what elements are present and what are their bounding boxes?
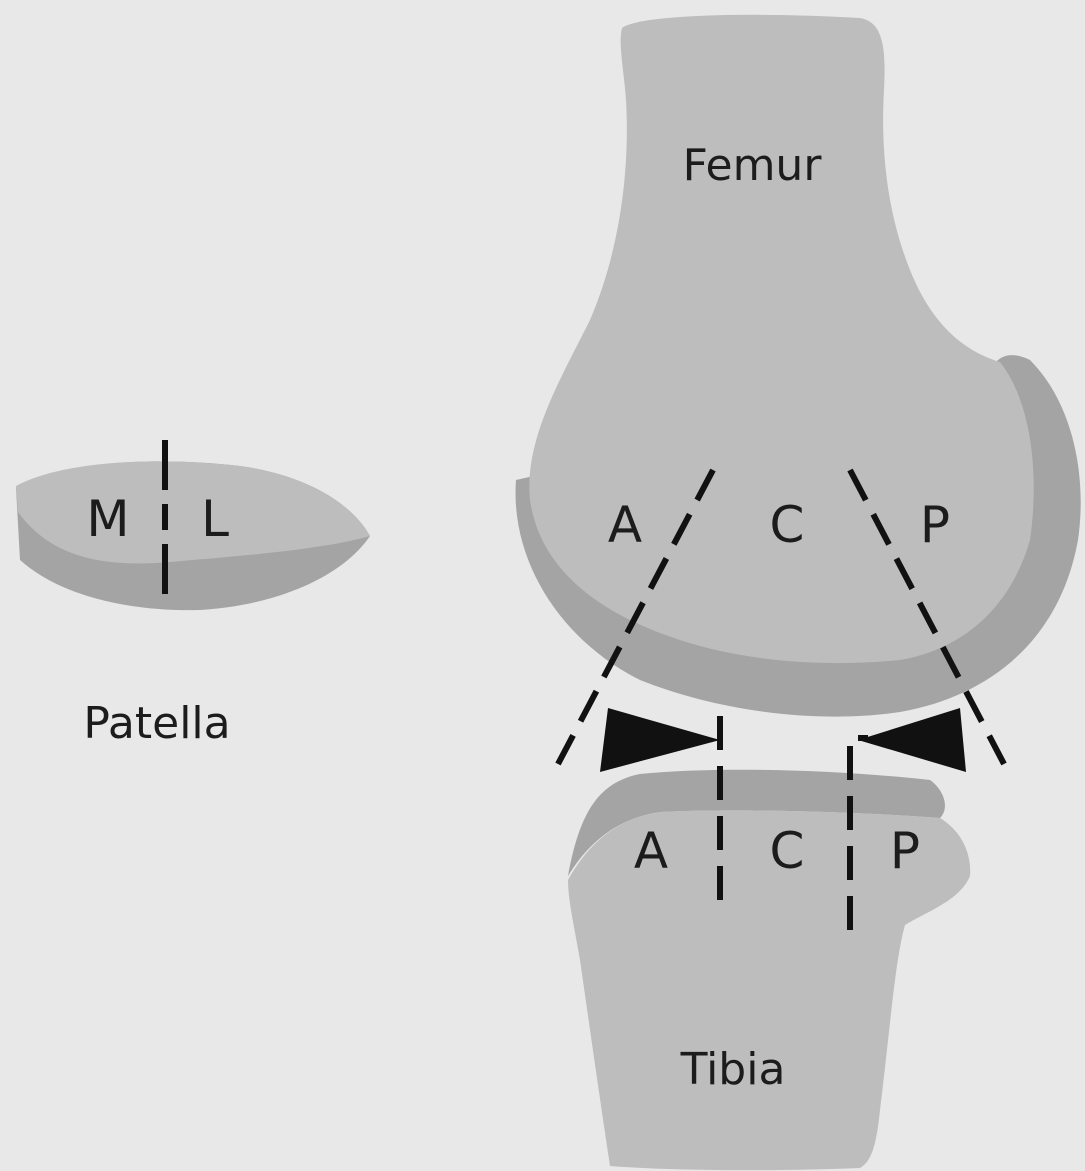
- femur-anterior-label: A: [608, 496, 642, 554]
- femur-central-label: C: [770, 496, 805, 554]
- femur-label: Femur: [683, 140, 823, 191]
- patella-lateral-label: L: [201, 490, 229, 548]
- patella-label: Patella: [83, 698, 230, 749]
- tibia-central-label: C: [770, 822, 805, 880]
- tibia-posterior-label: P: [890, 822, 920, 880]
- femur-posterior-label: P: [920, 496, 950, 554]
- tibia-anterior-label: A: [634, 822, 668, 880]
- tibia-label: Tibia: [680, 1044, 786, 1095]
- patella-medial-label: M: [86, 490, 129, 548]
